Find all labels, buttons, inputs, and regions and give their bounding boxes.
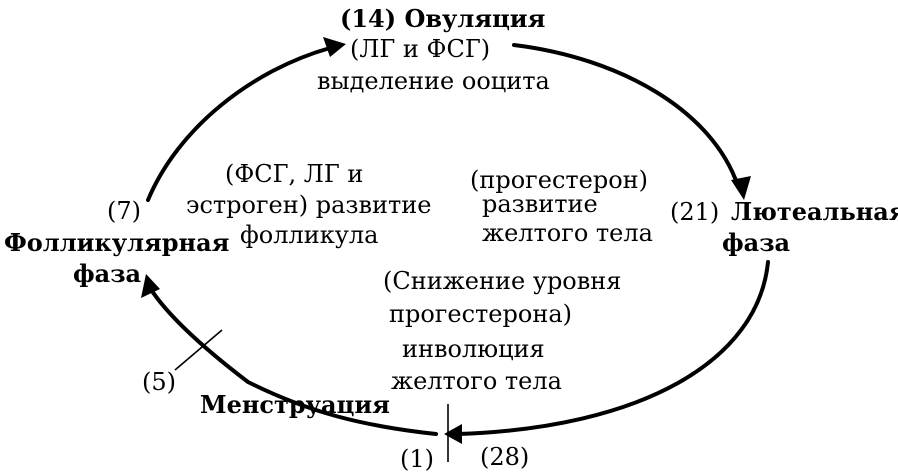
arc-follicular-to-ovulation bbox=[146, 46, 332, 202]
corpus-luteum-note-line2: развитие bbox=[482, 190, 598, 218]
ovulation-title: Овуляция bbox=[404, 4, 545, 33]
follicle-note-line3: фолликула bbox=[240, 221, 378, 249]
involution-note-line3: инволюция bbox=[402, 335, 545, 363]
follicular-title-line1: Фолликулярная bbox=[4, 228, 229, 257]
menstruation-title: Менструация bbox=[200, 390, 390, 419]
arc-luteal-to-cycle-end bbox=[456, 260, 770, 436]
arrowhead-follicular bbox=[141, 274, 160, 298]
involution-note-line4: желтого тела bbox=[391, 367, 562, 395]
tick-menstruation-end bbox=[174, 329, 223, 371]
follicular-day: (7) bbox=[107, 197, 141, 225]
involution-note-line2: прогестерона) bbox=[389, 300, 572, 328]
ovulation-event: выделение ооцита bbox=[317, 67, 550, 95]
arrowhead-ovulation bbox=[323, 37, 346, 57]
follicular-title-line2: фаза bbox=[73, 259, 141, 288]
cycle-end-day: (28) bbox=[480, 443, 529, 471]
luteal-title-line2: фаза bbox=[722, 228, 790, 257]
cycle-start-day: (1) bbox=[400, 445, 434, 473]
follicle-note-line2: эстроген) развитие bbox=[186, 191, 431, 219]
follicle-note-line1: (ФСГ, ЛГ и bbox=[225, 160, 363, 188]
corpus-luteum-note-line3: желтого тела bbox=[482, 219, 653, 247]
luteal-day: (21) bbox=[670, 198, 719, 226]
arrowhead-cycle-end bbox=[444, 424, 462, 444]
corpus-luteum-note-line1: (прогестерон) bbox=[470, 166, 648, 194]
ovulation-label: (14) Овуляция bbox=[340, 4, 545, 33]
ovulation-hormones: (ЛГ и ФСГ) bbox=[350, 35, 490, 63]
arrowhead-luteal bbox=[731, 176, 751, 200]
menstruation-day: (5) bbox=[142, 368, 176, 396]
arc-ovulation-to-luteal bbox=[512, 43, 740, 188]
arc-cycle-start-to-follicular bbox=[148, 286, 438, 436]
involution-note-line1: (Снижение уровня bbox=[383, 267, 621, 295]
ovulation-day: (14) bbox=[340, 4, 396, 33]
luteal-title-line1: Лютеальная bbox=[731, 197, 898, 226]
